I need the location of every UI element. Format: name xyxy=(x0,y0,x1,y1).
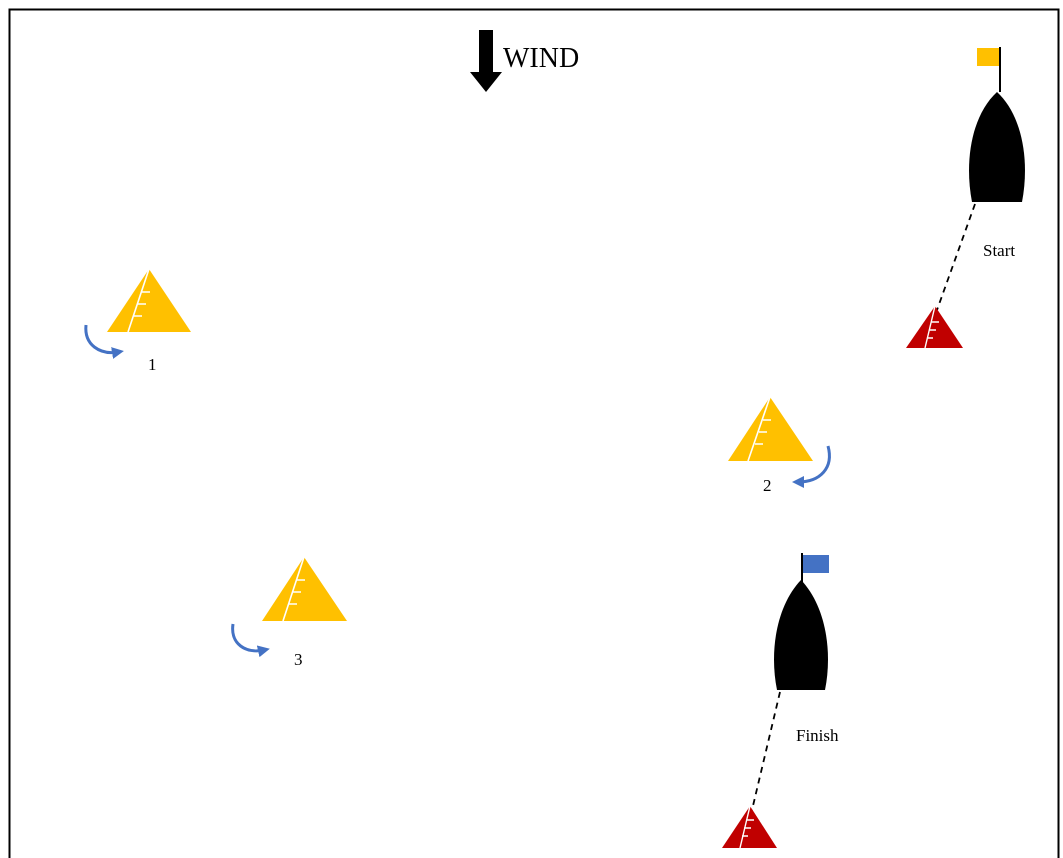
start-line xyxy=(937,204,975,310)
start-flag-icon xyxy=(977,48,999,66)
mark-2: 2 xyxy=(728,397,829,495)
start-label: Start xyxy=(983,241,1015,260)
finish-boat xyxy=(774,553,829,690)
finish-pin-mark xyxy=(722,806,777,848)
mark-number: 2 xyxy=(763,476,772,495)
finish-line xyxy=(752,692,780,810)
buoy-icon xyxy=(262,557,347,621)
start-pin-mark xyxy=(906,306,963,348)
buoy-icon xyxy=(107,269,191,332)
wind-arrow-icon xyxy=(470,30,502,92)
finish-label: Finish xyxy=(796,726,839,745)
mark-number: 1 xyxy=(148,355,157,374)
finish-flag-icon xyxy=(803,555,829,573)
boat-icon xyxy=(969,92,1025,202)
mark-1: 1 xyxy=(86,269,191,374)
mark-number: 3 xyxy=(294,650,303,669)
boat-icon xyxy=(774,580,828,690)
buoy-icon xyxy=(906,306,963,348)
wind-label: WIND xyxy=(503,43,579,74)
start-boat xyxy=(969,47,1025,202)
buoy-icon xyxy=(728,397,813,461)
wind-indicator: WIND xyxy=(470,30,579,92)
rounding-arrow-icon xyxy=(233,624,264,651)
mark-3: 3 xyxy=(233,557,347,669)
diagram-border xyxy=(10,10,1059,858)
buoy-icon xyxy=(722,806,777,848)
